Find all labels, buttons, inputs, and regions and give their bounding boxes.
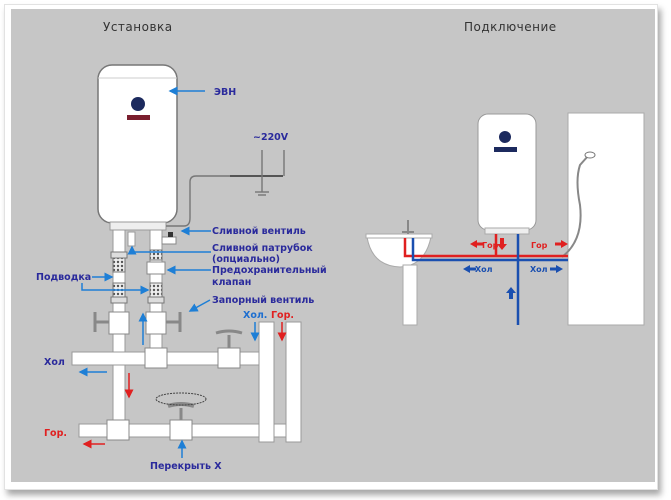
cold-riser-label: Хол. [243, 310, 267, 321]
cold-right-arrow-icon [550, 265, 563, 273]
safety-valve-label-line1: Предохранительный [212, 265, 327, 276]
supply-pointer-2 [81, 283, 150, 295]
shower-hose [561, 155, 589, 258]
supply-label: Подводка [36, 272, 91, 283]
safety-valve-label-line2: клапан [212, 277, 251, 288]
brand-plate [127, 115, 150, 120]
cold-water-line [411, 234, 568, 325]
installation-title: Установка [103, 20, 173, 34]
cold-line-label: Хол [44, 357, 65, 368]
hot-water-line [403, 234, 568, 258]
sink [365, 220, 433, 326]
hot-line-label: Гор. [44, 428, 67, 439]
water-heater-tank [97, 64, 178, 231]
drain-pipe-label-line1: Сливной патрубок [212, 243, 313, 254]
shower-wall [567, 112, 645, 326]
shut-off-label: Перекрыть X [150, 461, 222, 472]
thermometer-dial-icon [131, 97, 145, 111]
heater-label: ЭВН [214, 87, 236, 98]
drain-pipe-pointer [127, 245, 211, 255]
cold-main-pipe [71, 329, 263, 369]
drain-valve-label: Сливной вентиль [212, 226, 306, 237]
water-heater-tank-small [477, 113, 537, 235]
cold-left-label: Хол [475, 265, 493, 274]
drain-pipe-label-line2: (опциально) [212, 254, 280, 265]
shower-head-icon [584, 151, 596, 159]
hot-down-arrow-icon [497, 238, 507, 250]
safety-valve [146, 261, 166, 275]
power-wiring [166, 150, 285, 227]
voltage-label: ~220V [253, 132, 289, 143]
shutoff-valve-pointer [188, 299, 211, 312]
cold-riser [258, 321, 275, 443]
drain-valve[interactable] [161, 236, 177, 245]
cold-up-arrow-icon [506, 287, 516, 299]
connection-title: Подключение [464, 20, 557, 34]
cold-left-arrow-icon [463, 265, 476, 273]
hot-riser [285, 321, 302, 443]
cold-inlet-pipe [108, 229, 130, 421]
hot-left-label: Гор [482, 241, 499, 250]
hot-right-arrow-icon [555, 240, 568, 248]
hot-right-label: Гор [531, 241, 548, 250]
thermometer-dial-icon-small [499, 131, 511, 143]
cold-shutoff-valve-handle[interactable] [93, 312, 109, 332]
drain-pipe [127, 231, 136, 247]
cold-right-label: Хол [530, 265, 548, 274]
shutoff-valve-label: Запорный вентиль [212, 295, 314, 306]
hot-shutoff-valve-handle[interactable] [166, 312, 182, 332]
hot-riser-label: Гор. [271, 310, 294, 321]
hot-left-arrow-icon [470, 240, 483, 248]
